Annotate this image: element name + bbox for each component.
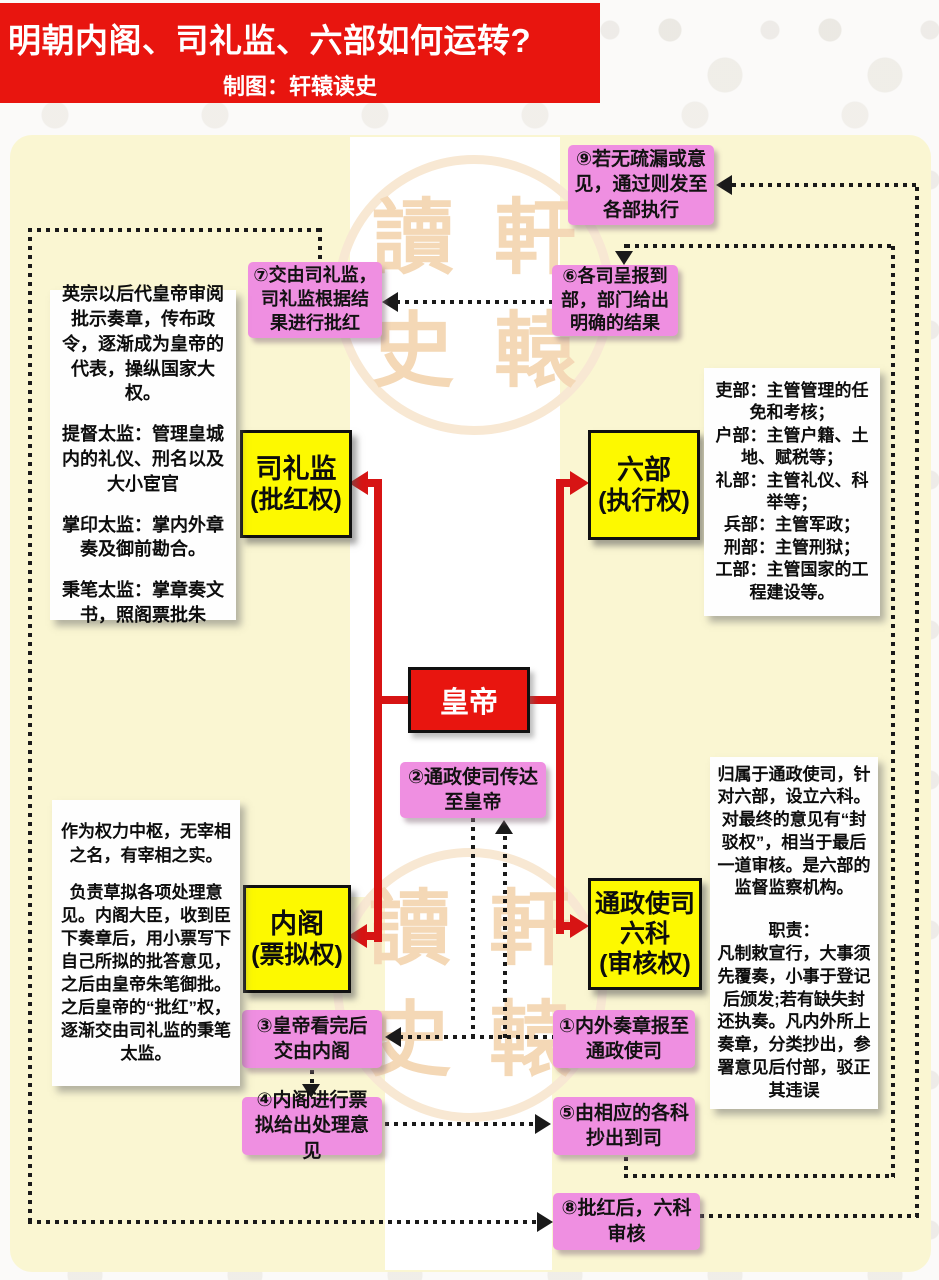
line-left-corridor	[28, 228, 32, 1224]
info-neige-p2: 负责草拟各项处理意见。内阁大臣，收到臣下奏章后，用小票写下自己所拟的批答意见，之…	[61, 882, 231, 1064]
line-step6-to-step7	[396, 300, 552, 304]
node-emperor: 皇帝	[408, 667, 530, 733]
arrow-into-step5-icon	[535, 1114, 551, 1134]
line-to-step9	[732, 183, 919, 187]
node-neige-power: (票拟权)	[251, 941, 343, 970]
red-stub-tongzheng	[560, 922, 572, 930]
credit-subtitle: 制图：轩辕读史	[222, 74, 377, 99]
info-neige: 作为权力中枢，无宰相之名，有宰相之实。 负责草拟各项处理意见。内阁大臣，收到臣下…	[52, 800, 240, 1086]
watermark-top: 讀 軒 史 轅	[352, 182, 596, 408]
watermark-char: 史	[371, 305, 454, 397]
line-bottom-corridor	[624, 1174, 895, 1178]
node-tongzheng-line2: 六科	[619, 920, 670, 948]
title-banner: 明朝内阁、司礼监、六部如何运转? 制图：轩辕读史	[0, 3, 600, 103]
red-stub-liubu	[560, 479, 572, 487]
info-liubu-p2: 户部：主管户籍、土地、赋税等；	[715, 425, 869, 468]
arrow-into-step3-icon	[385, 1027, 401, 1047]
step-7: ⑦交由司礼监，司礼监根据结果进行批红	[248, 262, 382, 338]
info-tongzheng-p3: 凡制敕宣行，大事须先覆奏，小事于登记后颁发;若有缺失封还执奏。凡内外所上奏章，分…	[717, 944, 871, 1100]
line-inner-right-corridor	[891, 246, 895, 1178]
arrow-to-neige-icon	[348, 924, 367, 948]
arrow-into-step2-icon	[495, 820, 513, 834]
arrow-into-step9-icon	[716, 175, 732, 195]
info-liubu-p4: 兵部：主管军政；	[724, 515, 860, 535]
watermark-char: 讀	[368, 883, 451, 975]
watermark-char: 讀	[371, 192, 454, 284]
arrow-into-step4-icon	[302, 1084, 320, 1098]
line-step5-down	[624, 1157, 628, 1178]
line-outer-right-corridor	[915, 187, 919, 1218]
info-liubu-p5: 刑部：主管刑狱；	[724, 537, 860, 557]
line-step3-to-step4	[310, 1070, 314, 1086]
step-1: ①内外奏章报至通政使司	[553, 1010, 695, 1068]
line-step4-to-step5	[385, 1122, 535, 1126]
node-silijian-power: (批红权)	[250, 486, 342, 515]
info-liubu: 吏部：主管管理的任免和考核； 户部：主管户籍、土地、赋税等； 礼部：主管礼仪、科…	[704, 368, 880, 616]
step-3: ③皇帝看完后交由内阁	[242, 1010, 382, 1068]
node-neige-title: 内阁	[270, 908, 324, 939]
info-silijian: 英宗以后代皇帝审阅批示奏章，传布政令，逐渐成为皇帝的代表，操纵国家大权。 提督太…	[50, 284, 236, 625]
step-2: ②通政使司传达至皇帝	[400, 762, 546, 818]
node-liubu-power: (执行权)	[598, 487, 690, 516]
info-liubu-p3: 礼部：主管礼仪、科举等；	[715, 470, 869, 512]
arrow-into-step8-icon	[537, 1212, 553, 1232]
info-neige-p1: 作为权力中枢，无宰相之名，有宰相之实。	[61, 822, 231, 865]
line-middle-corridor	[399, 1035, 553, 1039]
line-topleft-corridor	[28, 228, 322, 232]
watermark-char: 史	[368, 994, 451, 1086]
arrow-into-step6-icon	[615, 251, 633, 265]
node-tongzheng-title: 通政使司	[594, 890, 695, 918]
line-step8-exit	[700, 1214, 919, 1218]
line-into-step6	[624, 244, 628, 254]
step-9: ⑨若无疏漏或意见，通过则发至各部执行	[568, 145, 714, 225]
step-5: ⑤由相应的各科抄出到司	[553, 1097, 695, 1155]
arrow-into-step7-icon	[382, 292, 398, 312]
step-8: ⑧批红后，六科审核	[553, 1193, 700, 1250]
step-6: ⑥各司呈报到部，部门给出明确的结果	[552, 265, 678, 336]
node-liubu-title: 六部	[617, 454, 671, 485]
arrow-to-silijian-icon	[349, 471, 368, 495]
line-up-to-step2	[503, 836, 507, 1039]
red-line-vertical-left	[374, 479, 382, 942]
arrow-to-tongzheng-icon	[570, 914, 589, 938]
node-emperor-label: 皇帝	[439, 687, 498, 719]
info-tongzheng-p1: 归属于通政使司，针对六部，设立六科。对最终的意见有“封驳权”，相当于最后一道审核…	[717, 764, 871, 898]
info-tongzheng-p2: 职责：	[768, 921, 820, 941]
step-4: ④内阁进行票拟给出处理意见	[242, 1090, 382, 1162]
page-title: 明朝内阁、司礼监、六部如何运转?	[8, 22, 532, 59]
line-step7-up	[318, 228, 322, 264]
arrow-to-liubu-icon	[570, 471, 589, 495]
node-neige: 内阁 (票拟权)	[243, 885, 351, 993]
info-silijian-p2: 提督太监：管理皇城内的礼仪、刑名以及大小宦官	[62, 424, 224, 494]
node-silijian-title: 司礼监	[255, 453, 337, 484]
info-silijian-p1: 英宗以后代皇帝审阅批示奏章，传布政令，逐渐成为皇帝的代表，操纵国家大权。	[62, 284, 224, 404]
line-topright-corridor	[626, 244, 893, 248]
red-stub-neige	[364, 932, 376, 940]
node-tongzheng-power: (审核权)	[599, 950, 691, 978]
info-silijian-p3: 掌印太监：掌内外章奏及御前勘合。	[62, 514, 224, 560]
node-liubu: 六部 (执行权)	[588, 430, 700, 540]
node-tongzheng: 通政使司 六科 (审核权)	[588, 878, 702, 990]
info-liubu-p6: 工部：主管国家的工程建设等。	[715, 560, 869, 602]
node-silijian: 司礼监 (批红权)	[240, 430, 352, 538]
red-line-vertical-right	[556, 479, 564, 934]
info-liubu-p1: 吏部：主管管理的任免和考核；	[715, 380, 869, 423]
info-silijian-p4: 秉笔太监：掌章奏文书，照阁票批朱	[62, 580, 224, 626]
line-step2-down	[471, 818, 475, 1039]
info-tongzheng: 归属于通政使司，针对六部，设立六科。对最终的意见有“封驳权”，相当于最后一道审核…	[710, 757, 878, 1109]
red-stub-silijian	[366, 479, 376, 487]
line-to-step8	[28, 1220, 537, 1224]
